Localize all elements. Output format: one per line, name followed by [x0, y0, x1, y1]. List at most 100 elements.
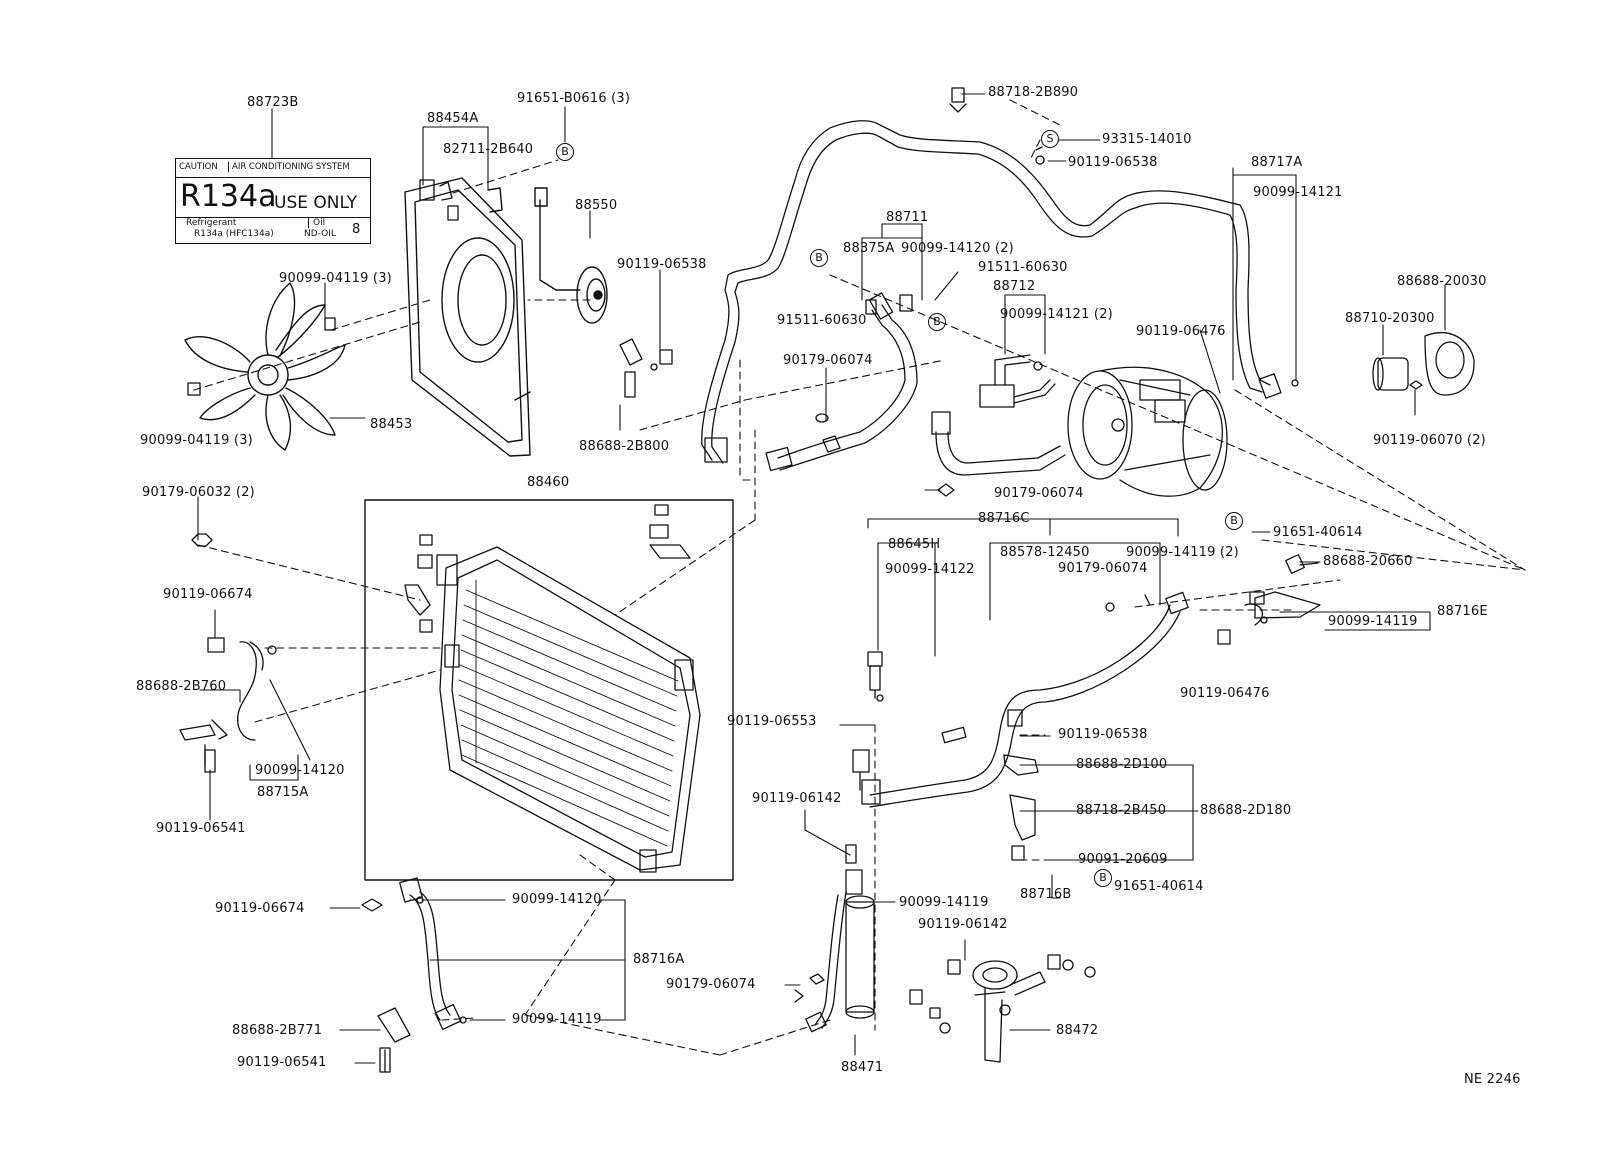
part-label: 90179-06074 [994, 486, 1084, 501]
part-label: 88472 [1056, 1023, 1099, 1038]
part-label: 90119-06070 (2) [1373, 433, 1486, 448]
condenser [404, 504, 701, 873]
part-label: 88715A [257, 785, 309, 800]
refrigerant-value: R134a (HFC134a) [194, 229, 274, 239]
bracket-88472 [909, 954, 1096, 1063]
part-label: 90099-14120 [512, 892, 602, 907]
condenser-left-fittings [179, 533, 277, 773]
part-label: 82711-2B640 [443, 142, 534, 157]
oil-label: Oil [308, 218, 325, 228]
part-label: 88718-2B450 [1076, 803, 1167, 818]
part-label: 90119-06476 [1136, 324, 1226, 339]
part-label: 90099-14119 [512, 1012, 602, 1027]
part-label: 88711 [886, 210, 929, 225]
fan-blades [184, 282, 346, 451]
part-label: 90099-14119 [899, 895, 989, 910]
part-label: 90179-06074 [666, 977, 756, 992]
part-label: 90119-06538 [1068, 155, 1158, 170]
part-label: 88688-2D100 [1076, 757, 1168, 772]
part-label: 91511-60630 [978, 260, 1068, 275]
top-fittings [949, 87, 1045, 165]
part-label: 90099-14119 [1328, 614, 1418, 629]
refrigerant-label: Refrigerant [186, 218, 237, 228]
pipe-88716e [1217, 554, 1321, 645]
refrigerant-caution-label: CAUTION AIR CONDITIONING SYSTEM R134a US… [175, 158, 371, 244]
fitting-88712 [979, 354, 1056, 408]
part-label: 88688-20030 [1397, 274, 1487, 289]
part-label: 88550 [575, 198, 618, 213]
part-label: 90119-06142 [752, 791, 842, 806]
part-label: 88718-2B890 [988, 85, 1079, 100]
part-label: 90179-06074 [1058, 561, 1148, 576]
part-label: 90099-14122 [885, 562, 975, 577]
part-label: 88453 [370, 417, 413, 432]
part-label: 90179-06032 (2) [142, 485, 255, 500]
bolt-marker-b: B [1225, 512, 1243, 530]
part-label: 90179-06074 [783, 353, 873, 368]
part-label: 91651-B0616 (3) [517, 91, 631, 106]
part-label: 90119-06541 [237, 1055, 327, 1070]
part-label: 90091-20609 [1078, 852, 1168, 867]
relief-valve [1291, 332, 1475, 396]
condenser-frame [364, 499, 734, 881]
part-label: 88688-2B800 [579, 439, 670, 454]
part-label: 88716C [978, 511, 1030, 526]
bolt-marker-b: B [810, 249, 828, 267]
part-label: 88688-2B771 [232, 1023, 323, 1038]
compressor [1067, 366, 1228, 497]
part-label: 90119-06674 [215, 901, 305, 916]
oil-value: ND-OIL [304, 229, 336, 239]
part-label: 90119-06541 [156, 821, 246, 836]
system-text: AIR CONDITIONING SYSTEM [228, 162, 350, 172]
part-label: 88712 [993, 279, 1036, 294]
part-label: 90119-06538 [1058, 727, 1148, 742]
part-label: 90099-14120 (2) [901, 241, 1014, 256]
part-label: 88710-20300 [1345, 311, 1435, 326]
part-label: 90099-14119 (2) [1126, 545, 1239, 560]
use-only-text: USE ONLY [274, 193, 358, 213]
bolt-marker-b: B [928, 313, 946, 331]
part-label: 90099-14121 (2) [1000, 307, 1113, 322]
part-label: 90119-06538 [617, 257, 707, 272]
part-label: 91651-40614 [1273, 525, 1363, 540]
label-footer-row [176, 217, 370, 244]
suction-pipe [931, 411, 1066, 497]
part-label: 90119-06553 [727, 714, 817, 729]
part-label: 88717A [1251, 155, 1303, 170]
part-label: 88645H [888, 537, 941, 552]
leader-lines [197, 93, 1446, 1064]
diagram-id: NE 2246 [1464, 1072, 1521, 1087]
part-label: 90119-06142 [918, 917, 1008, 932]
part-label: 90099-04119 (3) [279, 271, 392, 286]
part-label: 88688-20660 [1323, 554, 1413, 569]
part-label: 88716A [633, 952, 685, 967]
fan-motor [534, 187, 608, 324]
oil-number: 8 [352, 222, 361, 237]
part-label: 88716B [1020, 887, 1072, 902]
fan-shroud [404, 177, 531, 457]
part-label: 88716E [1437, 604, 1488, 619]
part-label: 93315-14010 [1102, 132, 1192, 147]
seal-marker-s: S [1041, 130, 1059, 148]
part-label: 91511-60630 [777, 313, 867, 328]
brackets-lower-right [1003, 709, 1039, 861]
misc-fasteners [187, 179, 673, 398]
part-label: 91651-40614 [1114, 879, 1204, 894]
part-label: 88688-2B760 [136, 679, 227, 694]
part-label: 90099-14120 [255, 763, 345, 778]
part-label: 90119-06476 [1180, 686, 1270, 701]
part-label: 88375A [843, 241, 895, 256]
bolt-marker-b: B [1094, 869, 1112, 887]
part-label: 90099-14121 [1253, 185, 1343, 200]
part-label: 88723B [247, 95, 299, 110]
part-label: 88471 [841, 1060, 884, 1075]
discharge-hose [765, 292, 918, 472]
receiver-drier [794, 844, 875, 1033]
liquid-pipe-88716a [361, 877, 467, 1073]
part-label: 90119-06674 [163, 587, 253, 602]
refrigerant-big-text: R134a [180, 179, 277, 214]
part-label: 88578-12450 [1000, 545, 1090, 560]
bolt-marker-b: B [556, 143, 574, 161]
